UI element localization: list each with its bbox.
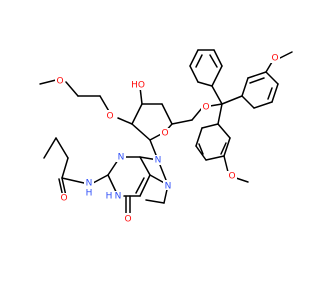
atom-oxygen-o6: O bbox=[124, 215, 131, 225]
atom-hydrogen-n1: H bbox=[106, 192, 113, 202]
atom-labels: O O HO O O O O N H O N N N bbox=[55, 53, 280, 225]
atom-oxygen-ring: O bbox=[161, 129, 168, 139]
atom-nitrogen-n1: N bbox=[115, 192, 122, 202]
atom-oxygen-ether: O bbox=[106, 112, 113, 122]
atom-oxygen-methoxy-chain: O bbox=[56, 77, 63, 87]
atom-hydroxyl: HO bbox=[131, 81, 145, 91]
atom-nitrogen-amide: N bbox=[86, 179, 93, 189]
atom-hydrogen-amide: H bbox=[86, 189, 93, 199]
atom-nitrogen-n3: N bbox=[118, 153, 125, 163]
molecule-structure: O O HO O O O O N H O N N N bbox=[39, 49, 293, 225]
atom-oxygen-trityl-ether: O bbox=[202, 103, 209, 113]
molecule-diagram: O O HO O O O O N H O N N N bbox=[39, 49, 293, 225]
atom-oxygen-methoxy-top: O bbox=[271, 54, 278, 64]
bond-lines bbox=[39, 49, 293, 216]
atom-nitrogen-n9: N bbox=[155, 156, 162, 166]
atom-oxygen-amide: O bbox=[60, 194, 67, 204]
atom-oxygen-methoxy-bottom: O bbox=[228, 172, 235, 182]
atom-nitrogen-n7: N bbox=[165, 182, 172, 192]
